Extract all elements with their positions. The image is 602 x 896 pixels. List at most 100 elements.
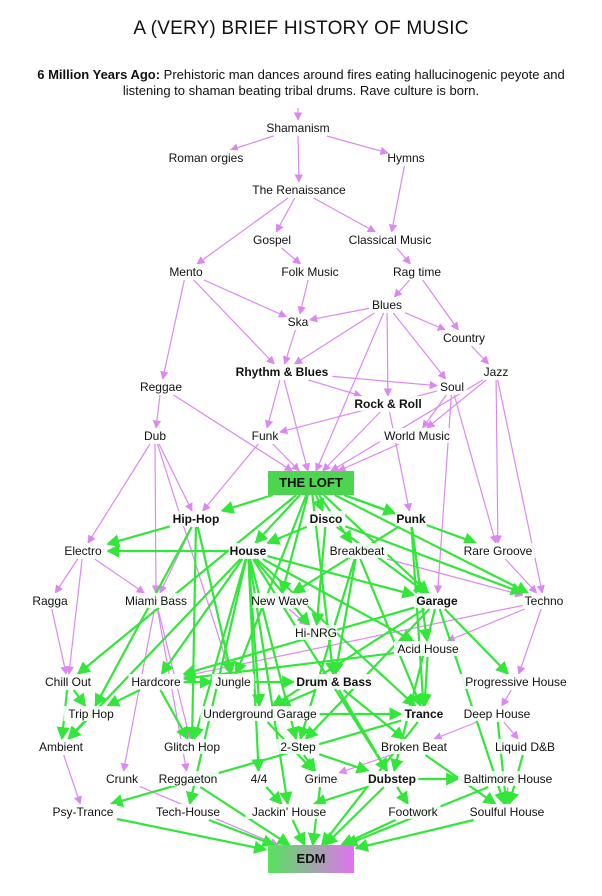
node-hardcore: Hardcore [131, 675, 181, 689]
label-halo-ambient [36, 739, 86, 754]
label-halo-hiphop [169, 511, 223, 526]
node-breakbeat: Breakbeat [330, 544, 385, 558]
label-halo-newwave [252, 593, 308, 608]
edge-ragtime-to-blues [393, 279, 411, 298]
edge-electro-to-chillout [65, 558, 83, 675]
edge-punk-to-newwave [291, 526, 399, 594]
edge-deephouse-to-brokenbeat [433, 721, 478, 741]
edge-shamanism-to-renaissance [294, 135, 303, 183]
edge-breakbeat-to-trance [359, 558, 423, 708]
edge-disco-to-house [266, 525, 308, 545]
node-punk: Punk [396, 512, 426, 526]
edge-reggaeton-to-edm [199, 786, 291, 846]
label-halo-reggaeton [157, 771, 219, 786]
the-loft-box [268, 471, 354, 495]
edge-loft-to-disco [312, 494, 325, 513]
edge-triphop-to-ambient [67, 721, 85, 740]
node-garage: Garage [416, 594, 458, 608]
node-brokenbeat: Broken Beat [381, 740, 448, 754]
edge-rnb-to-funk [264, 379, 281, 429]
label-halo-dnb [294, 674, 374, 689]
label-halo-glitchhop [158, 739, 226, 754]
node-ska: Ska [288, 315, 309, 329]
node-shamanism: Shamanism [266, 121, 329, 135]
label-halo-deephouse [463, 706, 531, 721]
node-liquiddnb: Liquid D&B [495, 740, 555, 754]
edge-jazz-to-raregroove [493, 379, 503, 544]
node-funk: Funk [252, 429, 280, 443]
label-halo-breakbeat [326, 543, 388, 558]
label-halo-proghouse [459, 674, 573, 689]
edge-house-to-fourfour [247, 558, 265, 773]
label-halo-hymns [388, 150, 424, 165]
label-halo-fourfour [247, 771, 271, 786]
label-halo-soulfulhouse [463, 804, 551, 819]
node-triphop: Trip Hop [68, 707, 114, 721]
edge-mento-to-ska [203, 279, 288, 318]
edge-hiphop-to-triphop [94, 526, 193, 708]
node-reggaeton: Reggaeton [159, 772, 218, 786]
node-roman_orgies: Roman orgies [169, 151, 244, 165]
node-classical: Classical Music [349, 233, 432, 247]
edge-jazz-to-loft [330, 379, 484, 472]
edge-punk-to-trance [410, 526, 430, 708]
label-halo-blues [369, 297, 405, 312]
node-ambient: Ambient [39, 740, 84, 754]
node-soulfulhouse: Soulful House [470, 805, 545, 819]
edge-deephouse-to-liquiddnb [503, 721, 519, 740]
node-crunk: Crunk [106, 772, 139, 786]
label-halo-soul [437, 379, 467, 394]
node-raregroove: Rare Groove [464, 544, 533, 558]
node-fourfour: 4/4 [251, 772, 268, 786]
edge-ragga-to-chillout [51, 608, 69, 675]
edge-loft-to-hiphop [220, 493, 274, 514]
edge-dubstep-to-edm [324, 786, 385, 846]
node-techno: Techno [525, 594, 564, 608]
node-proghouse: Progressive House [465, 675, 567, 689]
edge-soulfulhouse-to-edm [354, 818, 474, 852]
edge-loft-to-house [254, 494, 301, 544]
edge-reggae-to-loft [173, 394, 294, 472]
edge-dub-to-jungle [156, 443, 233, 675]
edge-dubstep-to-jackin [312, 785, 368, 807]
edge-loft-to-techno [334, 494, 530, 594]
edge-punk-to-acidhouse [410, 526, 432, 643]
node-house: House [230, 544, 267, 558]
node-gospel: Gospel [253, 233, 291, 247]
edge-twostep-to-grime [302, 754, 317, 773]
edge-house-to-hardcore [160, 558, 244, 676]
edge-ska-to-rnb [282, 329, 296, 365]
label-halo-triphop [63, 706, 119, 721]
label-halo-rocknroll [348, 396, 428, 411]
edge-hiphop-to-electro [106, 525, 171, 548]
node-grime: Grime [305, 772, 338, 786]
edge-renaissance-to-classical [313, 197, 377, 233]
edge-jackin-to-edm [291, 819, 306, 847]
node-jazz: Jazz [484, 365, 509, 379]
edge-garage-to-hardcore [182, 606, 415, 678]
edge-dub-to-hiphop [158, 443, 193, 512]
edge-shamanism-to-roman_orgies [229, 135, 274, 152]
label-halo-brokenbeat [376, 739, 452, 754]
node-rnb: Rhythm & Blues [236, 365, 329, 379]
edge-fourfour-to-jackin [265, 786, 283, 805]
label-halo-crunk [104, 771, 140, 786]
edge-worldmusic-to-loft [337, 443, 400, 472]
edge-loft-to-jungle [234, 494, 308, 676]
label-halo-roman_orgies [165, 150, 247, 165]
label-halo-worldmusic [379, 428, 455, 443]
edge-country-to-jazz [471, 345, 490, 365]
label-halo-raregroove [460, 543, 536, 558]
edge-deephouse-to-soulfulhouse [496, 721, 512, 806]
edge-funk-to-loft [272, 443, 300, 472]
node-twostep: 2-Step [280, 740, 316, 754]
node-jungle: Jungle [215, 675, 251, 689]
label-halo-rnb [231, 364, 333, 379]
node-ugarage: Underground Garage [203, 707, 317, 721]
label-halo-techhouse [154, 804, 222, 819]
label-halo-dub [143, 428, 167, 443]
edge-garage-to-proghouse [444, 608, 510, 675]
label-halo-jackin [245, 804, 333, 819]
edge-acidhouse-to-trance [418, 656, 432, 708]
